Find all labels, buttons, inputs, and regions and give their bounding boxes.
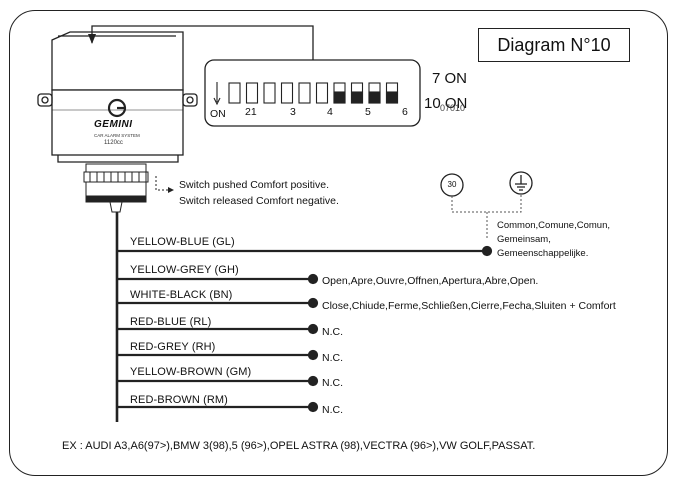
wire-dest-nc-red-blue: N.C. [322,326,343,338]
ground-symbol-icon [509,171,533,195]
setting-overlap-text: 07010 [440,103,466,113]
wire-label-white-black: WHITE-BLACK (BN) [130,289,233,301]
wire-label-red-brown: RED-BROWN (RM) [130,394,228,406]
dip-on-label: ON [210,108,226,120]
wire-label-yellow-brown: YELLOW-BROWN (GM) [130,366,252,378]
arrow-right-icon [168,187,174,193]
gemini-logo-icon [107,98,127,118]
dip-slot-fill [385,91,399,104]
wire-terminal-dot-5 [307,375,319,387]
wire-dest-nc-red-grey: N.C. [322,352,343,364]
dip-slot [245,82,259,104]
dip-number-3: 3 [290,106,296,118]
wire-label-yellow-grey: YELLOW-GREY (GH) [130,264,239,276]
wire-label-red-grey: RED-GREY (RH) [130,341,216,353]
wire-terminal-dot-0 [481,245,493,257]
wire-label-yellow-blue: YELLOW-BLUE (GL) [130,236,235,248]
wire-dest-nc-red-brown: N.C. [322,404,343,416]
setting-10-on: 10 ON [424,95,468,112]
dip-slot-fill [333,91,346,104]
wire-terminal-dot-6 [307,401,319,413]
harness-connector [83,163,149,213]
diagram-frame [9,10,668,476]
setting-7-on: 7 ON [432,70,468,87]
arrow-up-icon [88,34,96,44]
wire-dest-open: Open,Apre,Ouvre,Offnen,Apertura,Abre,Ope… [322,275,539,287]
dip-slot [280,82,294,104]
wire-terminal-dot-2 [307,297,319,309]
dip-slot [298,82,311,104]
dip-slot [228,82,241,104]
terminal-30-label: 30 [447,180,457,189]
module-subtitle: CAR ALARM SYSTEM [94,133,140,138]
wire-terminal-dot-4 [307,349,319,361]
dip-slot [263,82,276,104]
module-brand: GEMINI [94,119,133,130]
common-label-line1: Common,Comune,Comun, [497,220,610,231]
dip-number-4: 4 [327,106,333,118]
wire-dest-close: Close,Chiude,Ferme,Schließen,Cierre,Fech… [322,300,616,312]
dip-switch [204,59,421,127]
wire-terminal-dot-1 [307,273,319,285]
dip-slot [315,82,329,104]
common-dotted-link [451,194,522,240]
switch-note-pushed: Switch pushed Comfort positive. [179,179,329,191]
wire-dest-nc-yellow-brown: N.C. [322,377,343,389]
diagram-title: Diagram N°10 [478,28,630,62]
dip-number-6: 6 [402,106,408,118]
common-label-line2: Gemeinsam, [497,234,551,245]
wire-label-red-blue: RED-BLUE (RL) [130,316,212,328]
switch-note-released: Switch released Comfort negative. [179,195,339,207]
common-label-line3: Gemeenschappelijke. [497,248,589,259]
dip-slot-fill [350,91,364,104]
switch-pointer-line [155,176,170,191]
vehicle-compatibility-footer: EX : AUDI A3,A6(97>),BMW 3(98),5 (96>),O… [62,440,536,452]
dip-slot-fill [368,91,381,104]
wire-terminal-dot-3 [307,323,319,335]
dip-number-5: 5 [365,106,371,118]
module-model: 1120cc [104,140,123,146]
control-unit [37,31,198,163]
dip-number-21: 21 [245,106,257,118]
